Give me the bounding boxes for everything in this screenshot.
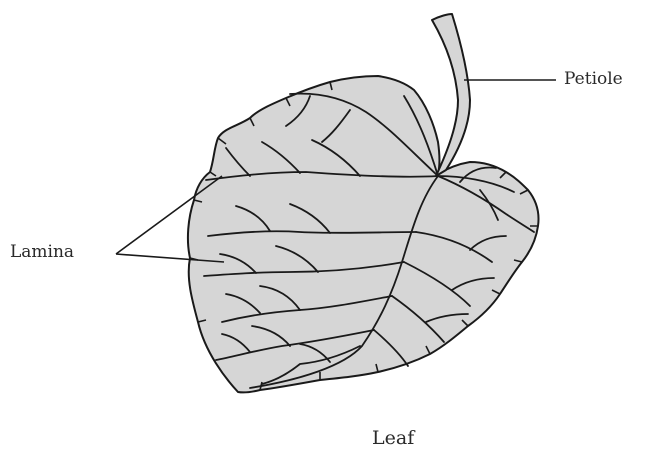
lamina-label: Lamina [10, 242, 74, 262]
petiole-label: Petiole [564, 69, 623, 89]
diagram-caption: Leaf [372, 427, 414, 449]
